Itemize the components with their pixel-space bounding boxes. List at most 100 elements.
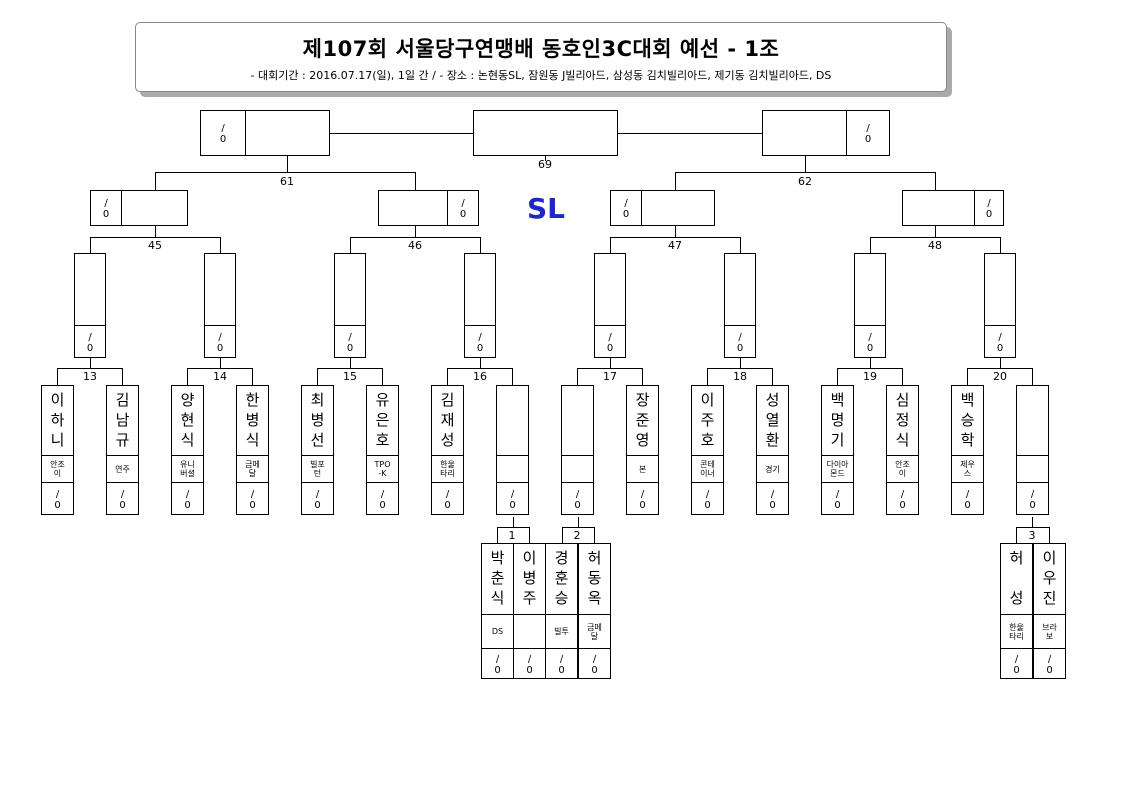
connector-line: [594, 527, 595, 544]
score-value: 0: [996, 342, 1004, 354]
score-slash: /: [1047, 653, 1052, 665]
score-slash: /: [315, 488, 320, 500]
player-name-char: 진: [1042, 589, 1057, 607]
player-club: 연주: [106, 455, 139, 483]
score-slash: /: [495, 653, 500, 665]
score-box: /0: [236, 482, 269, 515]
player-name-char: 성: [765, 391, 780, 409]
player-name-char: 박: [490, 549, 505, 567]
connector-line: [837, 368, 838, 386]
connector-line: [415, 226, 416, 238]
connector-line: [122, 368, 123, 386]
score-value: 0: [1013, 664, 1020, 676]
player-name-char: 선: [310, 431, 325, 449]
round-name-box: [641, 190, 715, 226]
player-name-char: [497, 390, 528, 410]
score-slash: /: [640, 488, 645, 500]
connector-line: [1000, 358, 1001, 369]
player-name-char: 동: [587, 569, 602, 587]
player-name-char: [497, 430, 528, 450]
round-name-box: [121, 190, 188, 226]
score-value: 0: [769, 499, 776, 511]
score-slash: /: [461, 198, 465, 209]
score-slash: /: [965, 488, 970, 500]
player-club: 안조 이: [886, 455, 919, 483]
connector-line: [772, 368, 773, 386]
player-name-char: 환: [765, 431, 780, 449]
column-name-box: [984, 253, 1016, 326]
score-slash: /: [624, 198, 628, 209]
score-box: /0: [1000, 648, 1033, 679]
score-value: 0: [249, 499, 256, 511]
connector-line: [870, 237, 871, 254]
player-name-char: [1017, 430, 1048, 450]
player-name-char: [1017, 390, 1048, 410]
connector-line: [155, 172, 416, 173]
connector-line: [805, 156, 806, 173]
score-box: /0: [846, 110, 890, 156]
player-name-char: 유: [375, 391, 390, 409]
score-slash: /: [998, 331, 1002, 343]
player-name-char: 식: [895, 431, 910, 449]
match-number: 20: [993, 370, 1007, 383]
player-name-char: 경: [554, 549, 569, 567]
connector-line: [1032, 517, 1033, 528]
player-club: [513, 614, 546, 649]
connector-line: [870, 358, 871, 369]
player-club: [561, 455, 594, 483]
score-box: /0: [366, 482, 399, 515]
score-value: 0: [704, 499, 711, 511]
match-number: 13: [83, 370, 97, 383]
player-name-char: 성: [1009, 589, 1024, 607]
score-slash: /: [510, 488, 515, 500]
player-name-char: [1001, 568, 1032, 588]
connector-line: [578, 517, 579, 528]
player-club: 브라 보: [1033, 614, 1066, 649]
score-value: 0: [86, 342, 94, 354]
score-slash: /: [1030, 488, 1035, 500]
score-value: 0: [834, 499, 841, 511]
connector-line: [155, 226, 156, 238]
match-number: 14: [213, 370, 227, 383]
score-value: 0: [558, 664, 565, 676]
player-club: 제우 스: [951, 455, 984, 483]
player-name-char: 병: [310, 411, 325, 429]
player-name-char: [562, 430, 593, 450]
player-club: 안조 이: [41, 455, 74, 483]
score-box: /0: [74, 325, 106, 358]
score-value: 0: [54, 499, 61, 511]
connector-line: [675, 172, 676, 191]
player-name-char: 옥: [587, 589, 602, 607]
match-number: 16: [473, 370, 487, 383]
final-right-name: [762, 110, 847, 156]
connector-line: [870, 237, 1001, 238]
player-club: [496, 455, 529, 483]
player-name-char: 춘: [490, 569, 505, 587]
score-slash: /: [218, 331, 222, 343]
connector-line: [577, 368, 578, 386]
score-slash: /: [55, 488, 60, 500]
score-box: /0: [974, 190, 1004, 226]
player-name-char: 심: [895, 391, 910, 409]
player-name-char: 호: [375, 431, 390, 449]
score-slash: /: [738, 331, 742, 343]
score-box: /0: [464, 325, 496, 358]
player-name-char: 병: [245, 411, 260, 429]
connector-line: [497, 527, 498, 544]
connector-line: [740, 358, 741, 369]
player-club: DS: [481, 614, 514, 649]
player-name-char: [562, 410, 593, 430]
score-box: /0: [1016, 482, 1049, 515]
player-name-char: 최: [310, 391, 325, 409]
final-left-name: [245, 110, 330, 156]
score-box: /0: [106, 482, 139, 515]
player-name-char: 우: [1042, 569, 1057, 587]
connector-line: [967, 368, 968, 386]
player-name-char: 허: [1009, 549, 1024, 567]
connector-line: [155, 172, 156, 191]
score-box: /0: [561, 482, 594, 515]
player-name-char: 재: [440, 411, 455, 429]
